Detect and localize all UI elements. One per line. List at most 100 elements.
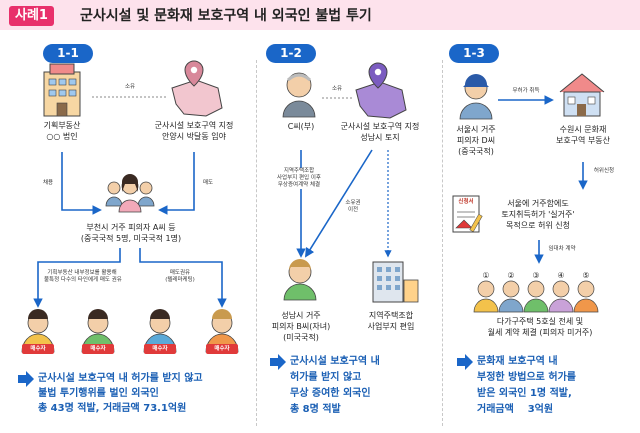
note-line: 불특정 다수의 타인에게 매도 권유 bbox=[44, 277, 122, 283]
result-arrow-icon bbox=[457, 354, 473, 370]
note-line: 매도권유 bbox=[169, 270, 191, 276]
result-line: 무상 증여한 외국인 bbox=[290, 388, 371, 399]
result-text-1-3: 문화재 보호구역 내 부정한 방법으로 허가를 받은 외국인 1명 적발, 거래… bbox=[477, 354, 576, 418]
child-line: 피의자 B씨(자녀) bbox=[271, 322, 331, 331]
result-line: 불법 투기행위를 벌인 외국인 bbox=[38, 388, 159, 399]
sell-label: 매도 bbox=[202, 180, 214, 186]
union-line: 사업부지 편입 bbox=[367, 322, 415, 331]
note-line: 기획부동산 내부정보를 활용해 bbox=[47, 270, 117, 276]
lease-note: 임대차 계약 bbox=[548, 246, 576, 252]
false-application-note: 서울에 거주함에도 토지취득허가 '실거주' 목적으로 허위 신청 bbox=[480, 198, 596, 231]
military-area-label: 군사시설 보호구역 지정 안양시 박달동 임야 bbox=[148, 120, 240, 142]
area-line: 성남시 토지 bbox=[360, 133, 400, 142]
suspect-line: 부천시 거주 피의자 A씨 등 bbox=[86, 223, 176, 232]
land-parcel-icon bbox=[355, 62, 407, 119]
tenant-number: ② bbox=[507, 271, 515, 280]
form-title: 신청서 bbox=[458, 199, 474, 205]
heritage-area-label: 수원시 문화재 보호구역 부동산 bbox=[540, 124, 626, 146]
suspect-d-icon bbox=[459, 74, 493, 120]
suspect-line: 서울시 거주 bbox=[456, 125, 496, 134]
buyer-badge-bg bbox=[206, 344, 238, 354]
note-line: 소유권 bbox=[345, 200, 361, 206]
father-icon bbox=[282, 72, 316, 118]
result-text-1-1: 군사시설 보호구역 내 허가를 받지 않고 불법 투기행위를 벌인 외국인 총 … bbox=[38, 371, 203, 416]
note-line: (텔레마케팅) bbox=[165, 277, 195, 283]
buyer-badge-bg bbox=[144, 344, 176, 354]
company-line: 기획부동산 bbox=[43, 121, 81, 130]
heritage-line: 보호구역 부동산 bbox=[555, 136, 611, 145]
result-line: 군사시설 보호구역 내 bbox=[290, 356, 380, 367]
recommend-arrow-left bbox=[33, 248, 121, 308]
result-line: 거래금액 3억원 bbox=[477, 404, 554, 415]
apartment-icon bbox=[372, 261, 419, 303]
page-title: 군사시설 및 문화재 보호구역 내 외국인 불법 투기 bbox=[80, 8, 372, 24]
transfer-arrow bbox=[304, 149, 373, 258]
employ-label: 채용 bbox=[42, 180, 54, 186]
suspect-line: 피의자 D씨 bbox=[456, 136, 496, 145]
section-tag-1-1: 1-1 bbox=[43, 44, 93, 63]
application-form-icon bbox=[452, 195, 483, 233]
employ-arrow bbox=[61, 152, 102, 215]
result-line: 총 8명 적발 bbox=[290, 404, 341, 415]
ownership-transfer-note: 소유권 이전 bbox=[338, 200, 368, 214]
result-line: 문화재 보호구역 내 bbox=[477, 356, 558, 367]
tenant-number: ⑤ bbox=[582, 271, 590, 280]
result-text-1-2: 군사시설 보호구역 내 허가를 받지 않고 무상 증여한 외국인 총 8명 적발 bbox=[290, 354, 380, 418]
note-line: 사업부지 편입 이후 bbox=[277, 175, 321, 181]
tenant-number: ④ bbox=[557, 271, 565, 280]
result-line: 받은 외국인 1명 적발, bbox=[477, 388, 572, 399]
union-label: 지역주택조합 사업부지 편입 bbox=[356, 310, 426, 332]
note-line: 지역주택조합 bbox=[283, 168, 315, 174]
buyer-badge: 매수자 bbox=[30, 345, 46, 352]
buyer-badge-bg bbox=[82, 344, 114, 354]
result-arrow-icon bbox=[270, 354, 286, 370]
buyer-badge: 매수자 bbox=[90, 345, 106, 352]
section-tag-1-2: 1-2 bbox=[266, 44, 316, 63]
heritage-line: 수원시 문화재 bbox=[559, 125, 607, 134]
result-line: 부정한 방법으로 허가를 bbox=[477, 372, 576, 383]
suspect-line: (중국국적) bbox=[458, 147, 494, 156]
area-line: 안양시 박달동 임야 bbox=[162, 132, 226, 141]
note-line: 이전 bbox=[347, 207, 359, 213]
note-line: 무상증여계약 체결 bbox=[277, 182, 321, 188]
suspect-a-label: 부천시 거주 피의자 A씨 등 (중국국적 5명, 미국국적 1명) bbox=[76, 222, 186, 244]
land-parcel-icon bbox=[171, 60, 223, 117]
tenant-number: ① bbox=[482, 271, 490, 280]
union-line: 지역주택조합 bbox=[368, 311, 414, 320]
tenant-group-icon bbox=[473, 280, 599, 313]
case-badge: 사례1 bbox=[9, 6, 54, 26]
sell-arrow bbox=[158, 152, 195, 215]
tenant-number: ③ bbox=[532, 271, 540, 280]
military-area-label: 군사시설 보호구역 지정 성남시 토지 bbox=[332, 121, 428, 143]
company-line: ○○ 법인 bbox=[46, 132, 78, 141]
result-arrow-icon bbox=[18, 371, 34, 387]
application-line: 토지취득허가 '실거주' bbox=[501, 210, 575, 219]
suspect-line: (중국국적 5명, 미국국적 1명) bbox=[80, 234, 182, 243]
result-line: 총 43명 적발, 거래금액 73.1억원 bbox=[38, 403, 187, 414]
buyer-badge: 매수자 bbox=[214, 345, 230, 352]
child-label: 성남시 거주 피의자 B씨(자녀) (미국국적) bbox=[266, 310, 336, 343]
tenant-contract-label: 다가구주택 5호실 전세 및 월세 계약 체결 (피의자 미거주) bbox=[460, 316, 620, 338]
area-line: 군사시설 보호구역 지정 bbox=[340, 122, 420, 131]
application-line: 서울에 거주함에도 bbox=[507, 199, 569, 208]
house-icon bbox=[559, 73, 605, 117]
suspect-d-label: 서울시 거주 피의자 D씨 (중국국적) bbox=[444, 124, 508, 157]
company-label: 기획부동산 ○○ 법인 bbox=[30, 120, 94, 142]
insider-info-note: 기획부동산 내부정보를 활용해 불특정 다수의 타인에게 매도 권유 bbox=[44, 270, 122, 284]
ownership-label: 소유 bbox=[331, 86, 343, 92]
child-line: (미국국적) bbox=[283, 333, 319, 342]
tenant-line: 월세 계약 체결 (피의자 미거주) bbox=[487, 328, 593, 337]
union-gift-note: 지역주택조합 사업부지 편입 이후 무상증여계약 체결 bbox=[262, 168, 336, 189]
ownership-label: 소유 bbox=[124, 84, 136, 90]
tenant-line: 다가구주택 5호실 전세 및 bbox=[496, 317, 584, 326]
suspect-group-icon bbox=[105, 174, 155, 213]
child-icon bbox=[283, 259, 317, 301]
father-label: C씨(부) bbox=[287, 122, 315, 131]
false-report-note: 허위신청 bbox=[593, 168, 615, 174]
buyer-badge: 매수자 bbox=[152, 345, 168, 352]
recommend-arrow-right bbox=[139, 248, 227, 308]
unpermitted-note: 무허가 취득 bbox=[512, 88, 540, 94]
header-bar: 사례1 군사시설 및 문화재 보호구역 내 외국인 불법 투기 bbox=[0, 0, 640, 30]
area-line: 군사시설 보호구역 지정 bbox=[154, 121, 234, 130]
